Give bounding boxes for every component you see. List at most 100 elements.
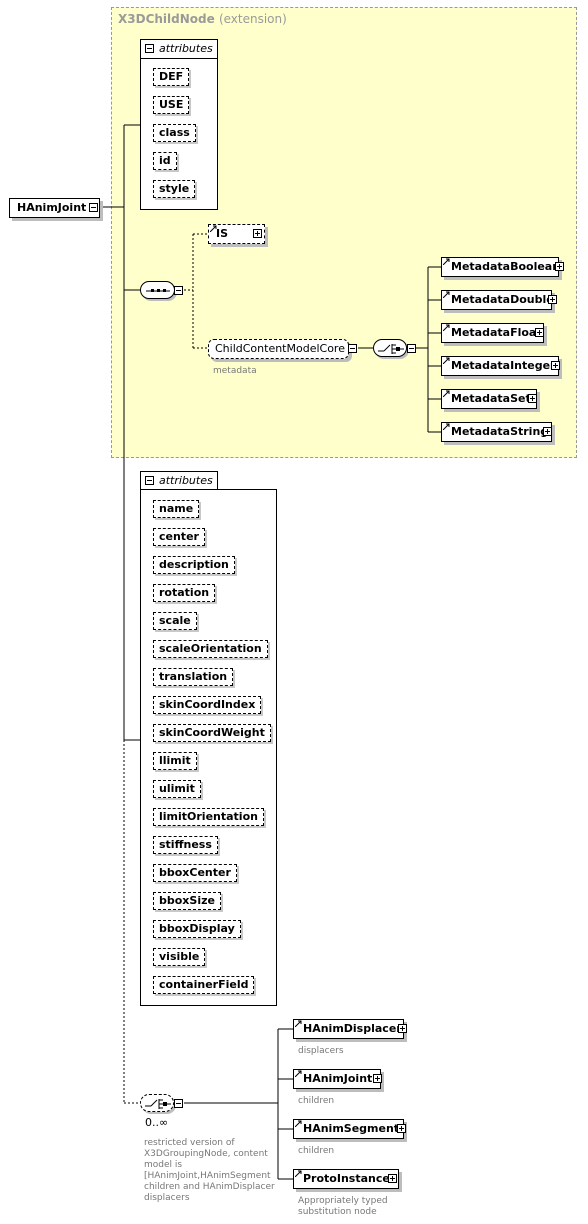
attribute-style[interactable]: style: [153, 180, 196, 198]
expand-icon[interactable]: [535, 328, 544, 337]
own-attributes-group: [140, 489, 277, 1006]
attribute-center[interactable]: center: [153, 528, 205, 546]
expand-icon[interactable]: [548, 295, 557, 304]
content-model-group-label: ChildContentModelCore: [215, 342, 345, 355]
attribute-name[interactable]: name: [153, 500, 200, 518]
attribute-def[interactable]: DEF: [153, 68, 190, 86]
reference-arrow-icon: [443, 357, 450, 364]
collapse-icon[interactable]: [348, 344, 357, 353]
element-label: MetadataFloat: [451, 326, 542, 339]
hanim-displacer-element[interactable]: HAnimDisplacer: [293, 1019, 404, 1039]
attribute-skin-coord-weight[interactable]: skinCoordWeight: [153, 724, 271, 742]
attribute-class[interactable]: class: [153, 124, 196, 142]
element-label: ProtoInstance: [303, 1172, 390, 1185]
attribute-limit-orientation[interactable]: limitOrientation: [153, 808, 264, 826]
reference-arrow-icon: [295, 1120, 302, 1127]
attribute-id[interactable]: id: [153, 152, 177, 170]
element-label: MetadataString: [451, 425, 549, 438]
hanim-segment-element[interactable]: HAnimSegment: [293, 1119, 404, 1139]
root-element[interactable]: HAnimJoint: [9, 198, 100, 218]
expand-icon[interactable]: [373, 1074, 382, 1083]
collapse-icon[interactable]: [407, 344, 416, 353]
sequence-compositor[interactable]: [140, 281, 175, 299]
choice-icon: [378, 344, 404, 354]
metadata-double-element[interactable]: MetadataDouble: [441, 290, 554, 310]
proto-instance-element[interactable]: ProtoInstance: [293, 1169, 399, 1189]
metadata-integer-element[interactable]: MetadataInteger: [441, 356, 559, 376]
attribute-bbox-display[interactable]: bboxDisplay: [153, 920, 241, 938]
children-choice-note: restricted version of X3DGroupingNode, c…: [144, 1138, 275, 1204]
extension-subtitle: (extension): [218, 12, 287, 26]
metadata-float-element[interactable]: MetadataFloat: [441, 323, 544, 343]
element-label: MetadataDouble: [451, 293, 554, 306]
extension-base-name: X3DChildNode: [118, 12, 215, 26]
element-note: children: [298, 1096, 335, 1106]
inherited-attributes-label: attributes: [159, 42, 213, 55]
element-label: HAnimSegment: [303, 1122, 400, 1135]
extension-title: X3DChildNode (extension): [118, 12, 287, 26]
reference-arrow-icon: [295, 1020, 302, 1027]
expand-icon[interactable]: [253, 229, 262, 238]
metadata-set-element[interactable]: MetadataSet: [441, 389, 537, 409]
reference-arrow-icon: [295, 1170, 302, 1177]
own-attributes-tab[interactable]: attributes: [140, 471, 218, 491]
children-choice-compositor[interactable]: [140, 1094, 174, 1112]
element-label: MetadataInteger: [451, 359, 556, 372]
expand-icon[interactable]: [555, 262, 564, 271]
inherited-attributes-tab[interactable]: attributes: [140, 39, 218, 59]
content-model-group[interactable]: ChildContentModelCore: [208, 339, 349, 359]
expand-icon[interactable]: [397, 1124, 406, 1133]
attribute-llimit[interactable]: llimit: [153, 752, 197, 770]
attribute-skin-coord-index[interactable]: skinCoordIndex: [153, 696, 262, 714]
hanim-joint-element[interactable]: HAnimJoint: [293, 1069, 381, 1089]
collapse-icon[interactable]: [89, 203, 98, 212]
note-line: Appropriately typed: [298, 1196, 388, 1206]
element-label: MetadataBoolean: [451, 260, 561, 273]
reference-arrow-icon: [443, 324, 450, 331]
element-label: HAnimJoint: [303, 1072, 373, 1085]
metadata-boolean-element[interactable]: MetadataBoolean: [441, 257, 561, 277]
expand-icon[interactable]: [551, 361, 560, 370]
note-line: children and HAnimDisplacer: [144, 1182, 275, 1192]
element-label: MetadataSet: [451, 392, 531, 405]
expand-icon[interactable]: [543, 427, 552, 436]
children-multiplicity: 0..∞: [145, 1116, 169, 1129]
attribute-use[interactable]: USE: [153, 96, 190, 114]
attribute-bbox-center[interactable]: bboxCenter: [153, 864, 237, 882]
attribute-bbox-size[interactable]: bboxSize: [153, 892, 221, 910]
attribute-translation[interactable]: translation: [153, 668, 234, 686]
expand-icon[interactable]: [388, 1174, 397, 1183]
attribute-scale[interactable]: scale: [153, 612, 197, 630]
reference-arrow-icon: [443, 390, 450, 397]
collapse-icon[interactable]: [174, 286, 183, 295]
collapse-icon[interactable]: [174, 1099, 183, 1108]
reference-arrow-icon: [210, 225, 217, 232]
note-line: model is: [144, 1160, 183, 1170]
attribute-ulimit[interactable]: ulimit: [153, 780, 201, 798]
note-line: X3DGroupingNode, content: [144, 1149, 268, 1159]
own-attributes-label: attributes: [159, 474, 213, 487]
attribute-container-field[interactable]: containerField: [153, 976, 255, 994]
reference-arrow-icon: [443, 291, 450, 298]
note-line: [HAnimJoint,HAnimSegment: [144, 1171, 271, 1181]
note-line: substitution node: [298, 1207, 377, 1217]
element-note: children: [298, 1146, 335, 1156]
is-element[interactable]: IS: [208, 224, 265, 244]
collapse-icon[interactable]: [145, 44, 154, 53]
attribute-scale-orientation[interactable]: scaleOrientation: [153, 640, 268, 658]
collapse-icon[interactable]: [145, 476, 154, 485]
sequence-icon: [146, 289, 170, 292]
content-model-note: metadata: [213, 366, 257, 376]
expand-icon[interactable]: [528, 394, 537, 403]
expand-icon[interactable]: [398, 1024, 407, 1033]
attribute-description[interactable]: description: [153, 556, 235, 574]
metadata-string-element[interactable]: MetadataString: [441, 422, 552, 442]
reference-arrow-icon: [295, 1070, 302, 1077]
element-note: Appropriately typed substitution node: [298, 1196, 388, 1218]
attribute-rotation[interactable]: rotation: [153, 584, 216, 602]
note-line: displacers: [144, 1193, 190, 1203]
attribute-visible[interactable]: visible: [153, 948, 206, 966]
attribute-stiffness[interactable]: stiffness: [153, 836, 218, 854]
metadata-choice-compositor[interactable]: [373, 339, 407, 357]
element-label: HAnimDisplacer: [303, 1022, 402, 1035]
